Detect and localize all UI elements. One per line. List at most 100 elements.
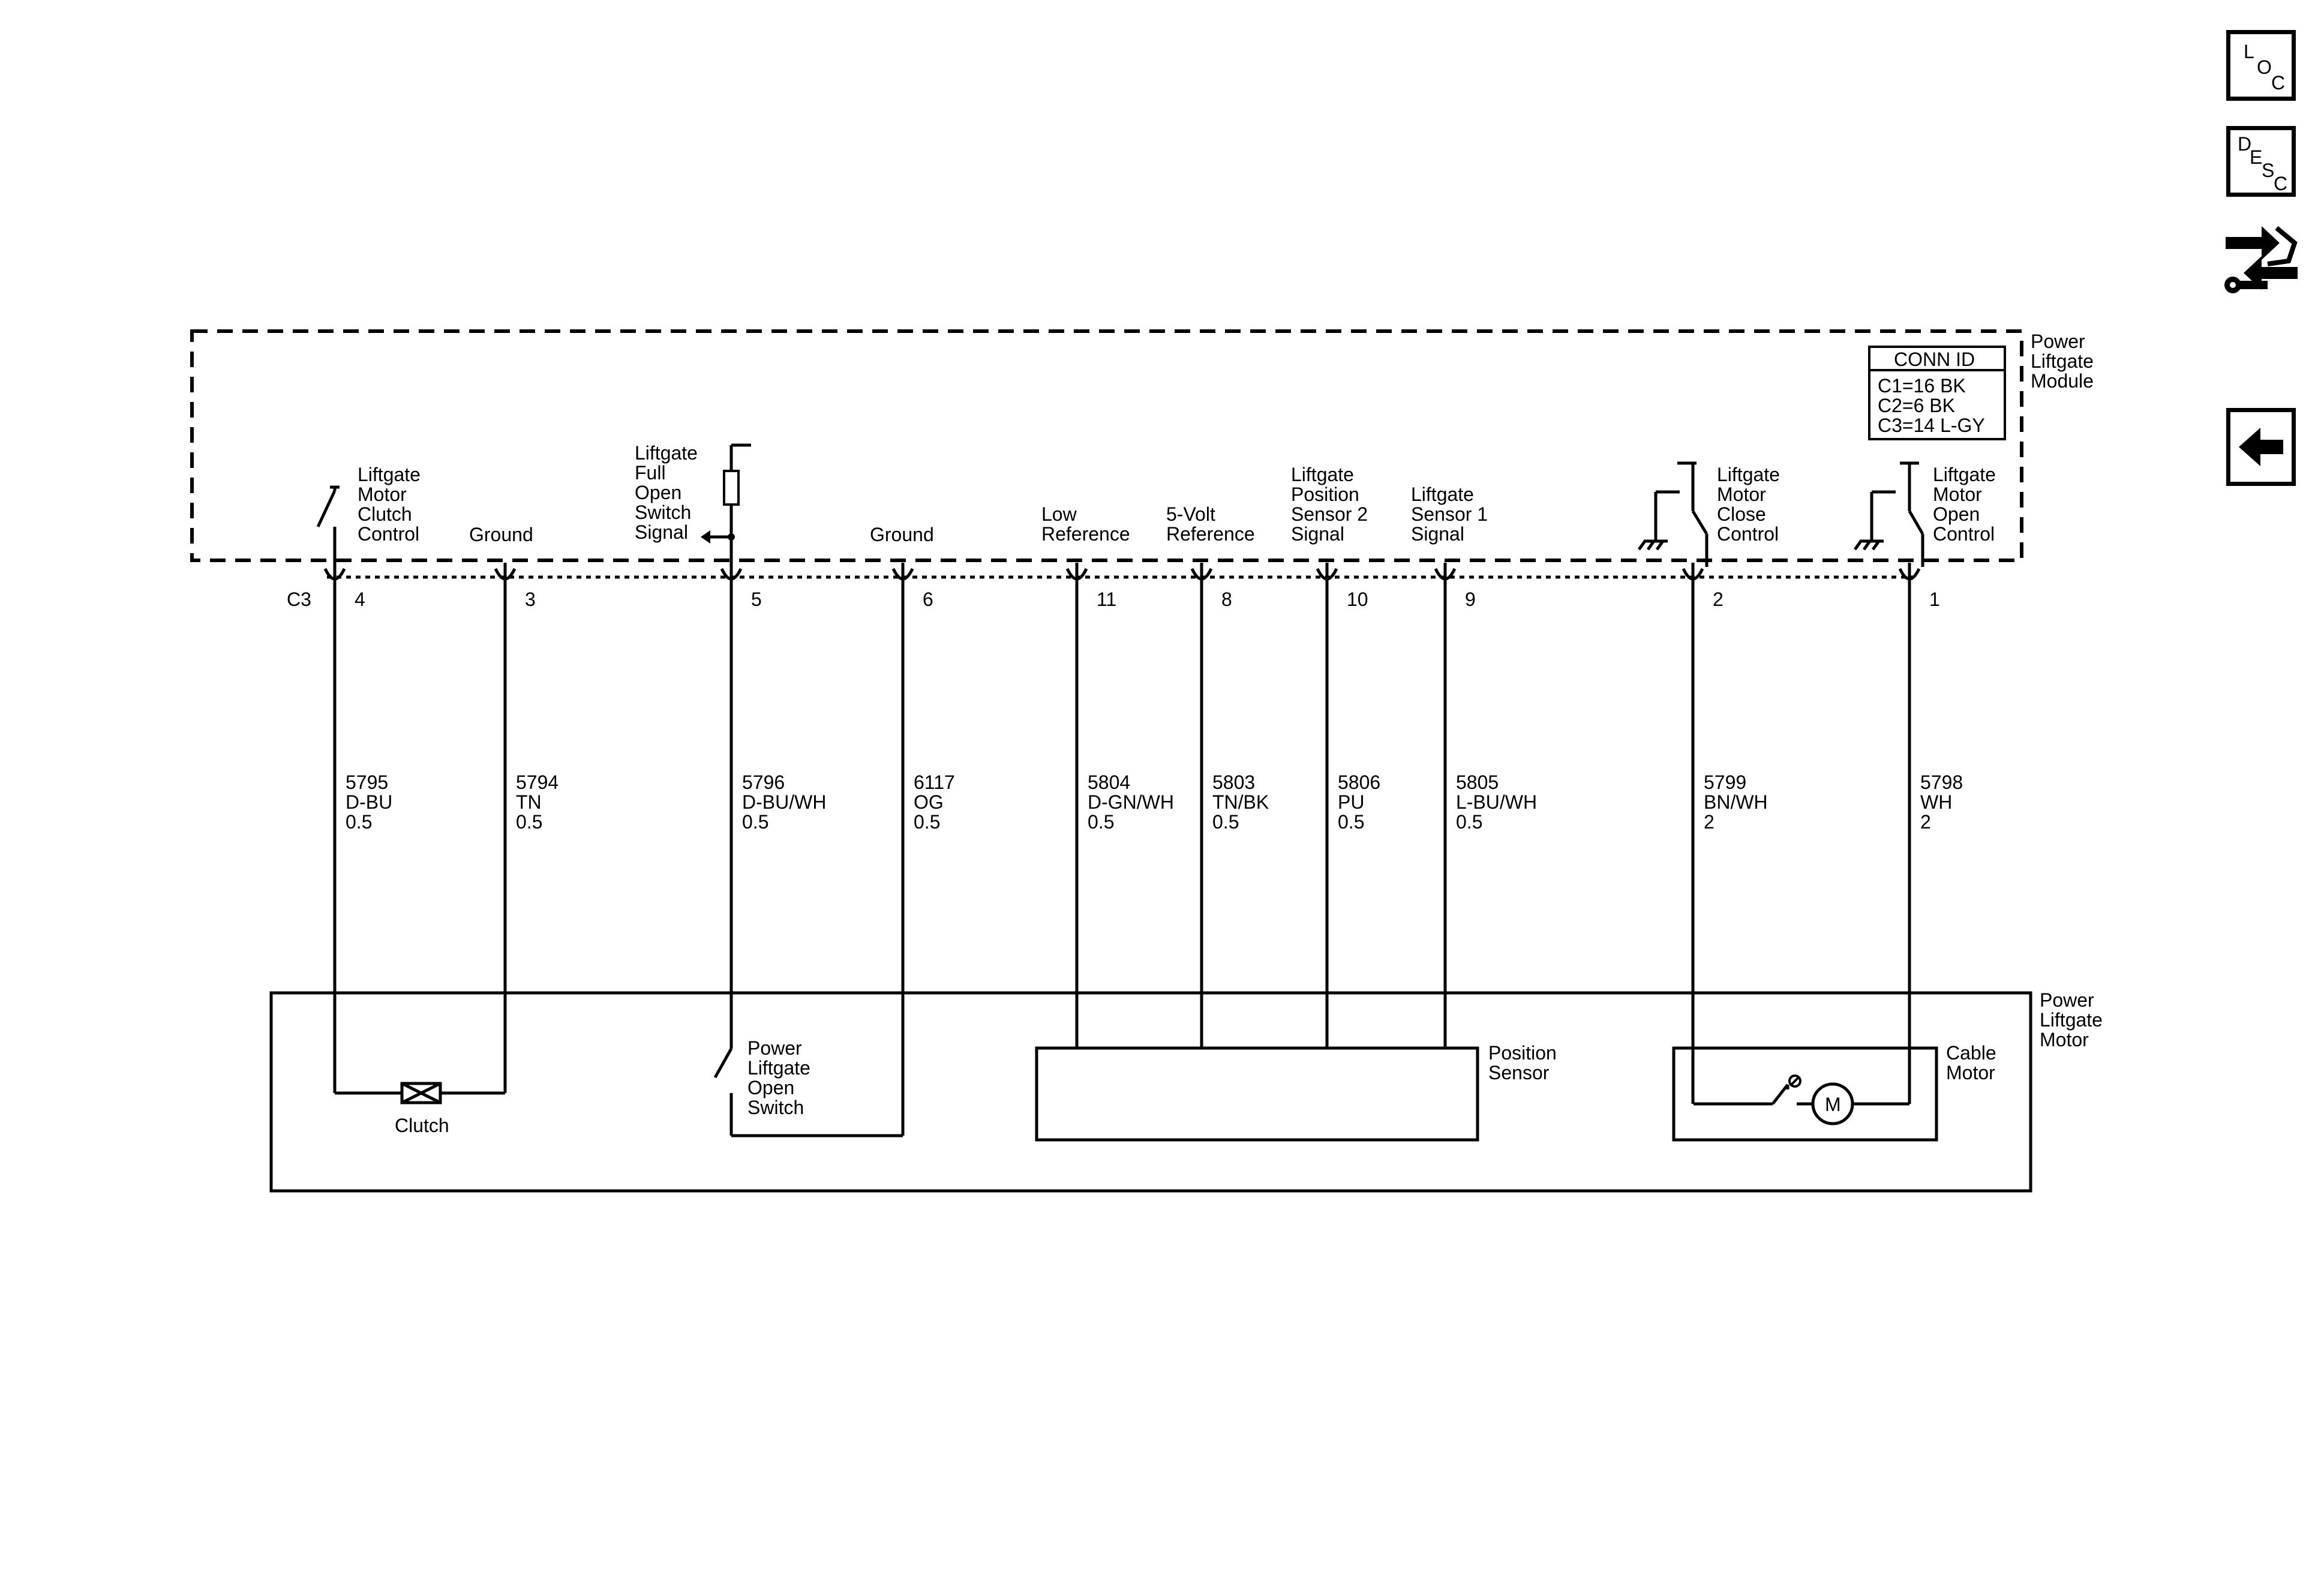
open-switch-label: Liftgate xyxy=(747,1057,810,1079)
wire-color: TN xyxy=(516,791,542,813)
motor-name-line: Power xyxy=(2040,989,2094,1011)
wire-color: BN/WH xyxy=(1704,791,1768,813)
cable-motor-label: Cable xyxy=(1946,1042,1996,1064)
pin-function-label: Open xyxy=(1933,503,1980,525)
wire-gauge: 0.5 xyxy=(1338,811,1364,833)
loc-letter: C xyxy=(2271,72,2285,94)
wire-color: L-BU/WH xyxy=(1456,791,1537,813)
pin-number: 9 xyxy=(1465,589,1476,610)
pin-function-label: Clutch xyxy=(358,503,412,525)
wire-color: D-GN/WH xyxy=(1088,791,1174,813)
desc-button[interactable]: D E S C xyxy=(2226,126,2296,197)
left-arrow-icon xyxy=(2239,428,2283,466)
wire-color: TN/BK xyxy=(1212,791,1269,813)
desc-letter: C xyxy=(2274,173,2287,193)
pin-function-label: Control xyxy=(1717,523,1779,545)
pin-function-label: Full xyxy=(635,462,666,484)
circuit-number: 5795 xyxy=(346,772,388,793)
pin-function-label: Ground xyxy=(870,524,934,545)
pin-number: 6 xyxy=(923,589,933,610)
wire-color: OG xyxy=(914,791,944,813)
pin-function-label: Close xyxy=(1717,503,1766,525)
conn-id-row: C2=6 BK xyxy=(1878,395,1955,416)
pin-function-label: Ground xyxy=(469,524,533,545)
pin-function-label: Reference xyxy=(1041,523,1130,545)
conn-id-row: C1=16 BK xyxy=(1878,375,1966,397)
close-control-relay xyxy=(1637,461,1709,567)
open-switch-label: Open xyxy=(747,1077,794,1098)
circuit-number: 5794 xyxy=(516,772,559,793)
pin-function-label: Control xyxy=(358,523,419,545)
pin-function-label: Sensor 2 xyxy=(1291,503,1368,525)
cable-motor-label: Motor xyxy=(1946,1062,1995,1083)
loc-letter: O xyxy=(2257,56,2272,78)
arrows-swap-wrench-icon[interactable] xyxy=(2220,213,2304,303)
open-control-relay xyxy=(1853,461,1924,567)
module-boundary xyxy=(190,329,2023,562)
pin-function-label: Motor xyxy=(1717,484,1766,505)
clutch-label: Clutch xyxy=(395,1115,449,1136)
wire-gauge: 0.5 xyxy=(516,811,542,833)
pin-function-label: Liftgate xyxy=(1411,484,1474,505)
pin-number: 1 xyxy=(1929,589,1940,610)
conn-id-header: CONN ID xyxy=(1894,349,1975,370)
wire-gauge: 0.5 xyxy=(346,811,372,833)
circuit-number: 5806 xyxy=(1338,772,1380,793)
desc-letter: D xyxy=(2238,133,2251,155)
pin-function-label: Sensor 1 xyxy=(1411,503,1488,525)
module-name-line: Module xyxy=(2031,370,2094,392)
loc-letter: L xyxy=(2244,41,2254,62)
motor-name-line: Motor xyxy=(2040,1029,2089,1050)
motor-name-line: Liftgate xyxy=(2040,1009,2103,1031)
open-switch: Power Liftgate Open Switch xyxy=(713,998,903,1137)
pin-function-label: Low xyxy=(1041,503,1077,525)
pin-function-label: Control xyxy=(1933,523,1995,545)
wire-gauge: 0.5 xyxy=(742,811,768,833)
pin-function-label: Reference xyxy=(1166,523,1255,545)
pin-function-label: Signal xyxy=(1411,523,1464,545)
pins: 4LiftgateMotorClutchControl5795D-BU0.53G… xyxy=(323,442,1996,1136)
pin-function-label: Signal xyxy=(1291,523,1344,545)
motor-symbol-label: M xyxy=(1825,1094,1841,1115)
wire-color: WH xyxy=(1920,791,1952,813)
wire-gauge: 0.5 xyxy=(1088,811,1114,833)
position-sensor: Position Sensor xyxy=(1035,1042,1557,1142)
clutch: Clutch xyxy=(335,1082,505,1136)
desc-icon: D E S C xyxy=(2238,133,2287,193)
wire-color: PU xyxy=(1338,791,1364,813)
motor-name: Power Liftgate Motor xyxy=(2040,989,2103,1050)
circuit-number: 5798 xyxy=(1920,772,1963,793)
wire-gauge: 2 xyxy=(1920,811,1931,833)
open-switch-label: Power xyxy=(747,1037,802,1059)
full-open-switch-pullup xyxy=(701,443,751,567)
pin-number: 4 xyxy=(355,589,365,610)
circuit-number: 5799 xyxy=(1704,772,1746,793)
pin-number: 5 xyxy=(751,589,762,610)
wire-gauge: 2 xyxy=(1704,811,1715,833)
position-sensor-label: Position xyxy=(1488,1042,1557,1064)
motor-assembly-box xyxy=(269,991,2032,1193)
pin-number: 3 xyxy=(525,589,536,610)
loc-icon: L O C xyxy=(2244,41,2285,94)
pin-function-label: 5-Volt xyxy=(1166,503,1215,525)
pin-number: 2 xyxy=(1713,589,1724,610)
loc-button[interactable]: L O C xyxy=(2226,30,2296,101)
pin-function-label: Signal xyxy=(635,521,688,543)
back-button[interactable] xyxy=(2226,408,2296,486)
desc-letter: E xyxy=(2250,146,2262,168)
wire-gauge: 0.5 xyxy=(914,811,940,833)
pin-function-label: Open xyxy=(635,482,681,503)
conn-id-row: C3=14 L-GY xyxy=(1878,415,1985,436)
desc-letter: S xyxy=(2262,160,2274,181)
module-name-line: Power xyxy=(2031,331,2085,352)
pin-function-label: Liftgate xyxy=(635,442,698,464)
pin-function-label: Liftgate xyxy=(358,464,421,485)
module-name-line: Liftgate xyxy=(2031,350,2094,372)
module-name: Power Liftgate Module xyxy=(2031,331,2094,392)
connector-id: C3 xyxy=(287,589,311,610)
wire-gauge: 0.5 xyxy=(1212,811,1239,833)
circuit-number: 5804 xyxy=(1088,772,1130,793)
pin-function-label: Motor xyxy=(358,484,407,505)
open-switch-label: Switch xyxy=(747,1097,804,1118)
circuit-number: 6117 xyxy=(914,772,955,793)
